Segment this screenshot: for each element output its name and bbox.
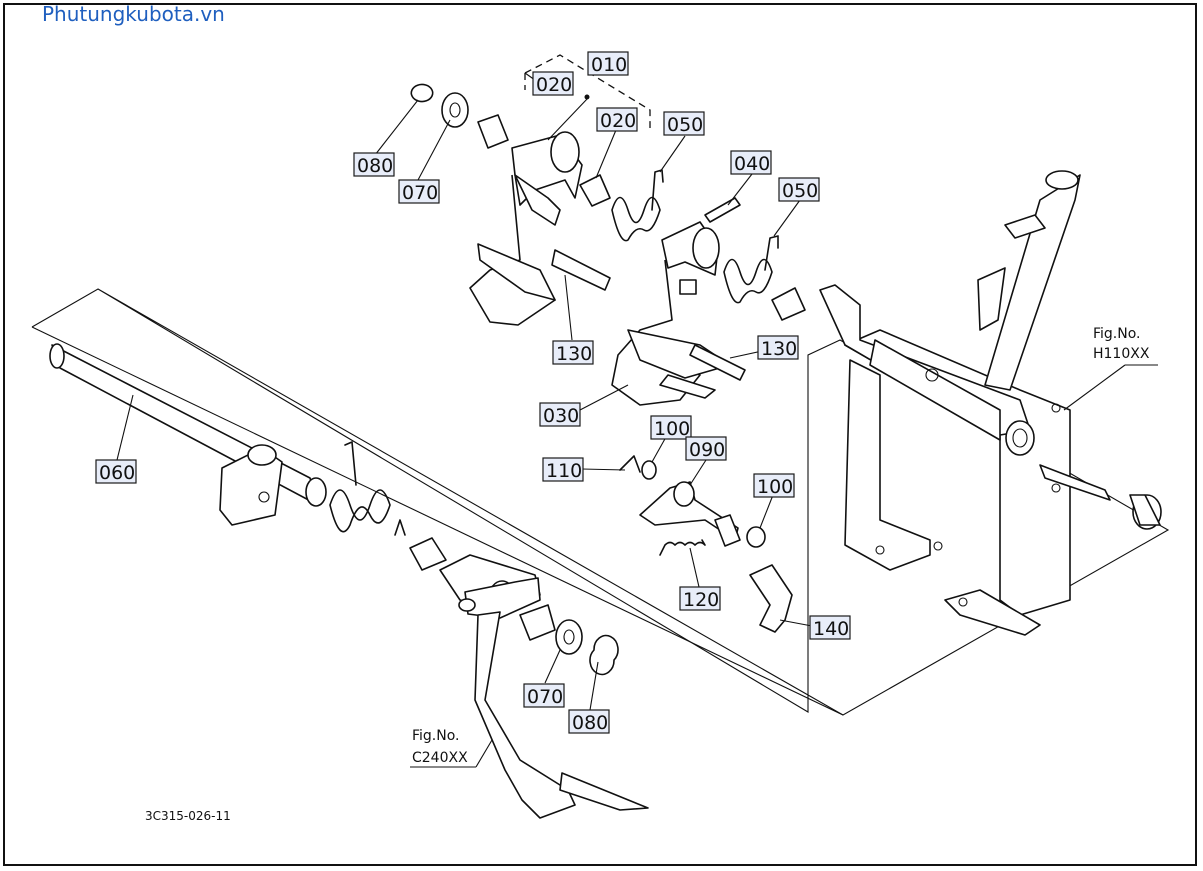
callout-box — [95, 459, 137, 484]
shaft-060 — [49, 343, 327, 526]
dot-marker — [584, 94, 590, 100]
watermark: Phutungkubota.vn — [42, 2, 225, 26]
callout-box — [685, 436, 727, 461]
callout-c140: 140 — [809, 615, 851, 640]
callout-c020b: 020 — [596, 107, 638, 132]
callout-box — [730, 150, 772, 175]
callout-label: 050 — [667, 114, 703, 136]
ref-c240-line1: Fig.No. — [412, 728, 460, 744]
pin-040 — [704, 197, 741, 223]
callout-label: 100 — [757, 476, 793, 498]
callout-box — [398, 179, 440, 204]
ref-c240: Fig.No. C240XX — [412, 728, 468, 766]
callout-label: 050 — [782, 180, 818, 202]
callout-c110: 110 — [542, 457, 584, 482]
callout-c090: 090 — [685, 436, 727, 461]
callout-c130a: 130 — [552, 340, 594, 365]
callout-label: 020 — [600, 110, 636, 132]
callout-label: 040 — [734, 153, 770, 175]
ref-h110: Fig.No. H110XX — [1093, 326, 1150, 362]
callout-c050a: 050 — [663, 111, 705, 136]
callout-box — [353, 152, 395, 177]
callout-c120: 120 — [679, 586, 721, 611]
callout-label: 030 — [543, 405, 579, 427]
callout-c070b: 070 — [523, 683, 565, 708]
callout-box — [587, 51, 629, 76]
mounting-bracket — [819, 170, 1162, 636]
callout-box — [539, 402, 581, 427]
ref-h110-line2: H110XX — [1093, 346, 1150, 362]
callout-c040: 040 — [730, 150, 772, 175]
assembly-outline — [31, 288, 1170, 716]
callout-label: 080 — [572, 712, 608, 734]
callout-c080b: 080 — [568, 709, 610, 734]
upper-pedal-left — [410, 83, 611, 326]
ref-c240-line2: C240XX — [412, 750, 468, 766]
callout-box — [809, 615, 851, 640]
callout-box — [552, 340, 594, 365]
callout-c010: 010 — [587, 51, 629, 76]
assembly-outline-base — [31, 326, 844, 716]
callout-box — [568, 709, 610, 734]
diagram-frame — [3, 3, 1197, 866]
callout-label: 080 — [357, 155, 393, 177]
lower-pedal — [409, 537, 649, 819]
callout-label: 140 — [813, 618, 849, 640]
callout-box — [663, 111, 705, 136]
callout-box — [679, 586, 721, 611]
callout-box — [596, 107, 638, 132]
callout-label: 130 — [556, 343, 592, 365]
callout-label: 070 — [402, 182, 438, 204]
small-lever-parts — [619, 455, 793, 633]
callout-c100b: 100 — [753, 473, 795, 498]
callout-c130b: 130 — [757, 335, 799, 360]
callout-c030: 030 — [539, 402, 581, 427]
ref-h110-line1: Fig.No. — [1093, 326, 1141, 342]
spring-left — [329, 441, 406, 536]
upper-pedal-right — [611, 221, 746, 406]
callout-c080a: 080 — [353, 152, 395, 177]
callout-c050b: 050 — [778, 177, 820, 202]
callout-label: 100 — [654, 418, 690, 440]
leader-lines — [116, 72, 1158, 768]
callout-box — [757, 335, 799, 360]
callout-label: 110 — [546, 460, 582, 482]
callout-label: 010 — [591, 54, 627, 76]
callout-label: 130 — [761, 338, 797, 360]
callout-box — [542, 457, 584, 482]
figure-code: 3C315-026-11 — [145, 809, 231, 823]
spring-050-b — [723, 235, 806, 321]
callout-c070a: 070 — [398, 179, 440, 204]
callout-box — [532, 71, 574, 96]
callout-label: 020 — [536, 74, 572, 96]
spring-050-a — [611, 169, 664, 242]
callout-c020a: 020 — [532, 71, 574, 96]
callout-label: 120 — [683, 589, 719, 611]
callout-box — [523, 683, 565, 708]
callout-box — [650, 415, 692, 440]
callout-c100a: 100 — [650, 415, 692, 440]
callout-label: 070 — [527, 686, 563, 708]
callout-label: 060 — [99, 462, 135, 484]
callout-label: 090 — [689, 439, 725, 461]
callout-box — [753, 473, 795, 498]
callout-box — [778, 177, 820, 202]
callout-c060: 060 — [95, 459, 137, 484]
